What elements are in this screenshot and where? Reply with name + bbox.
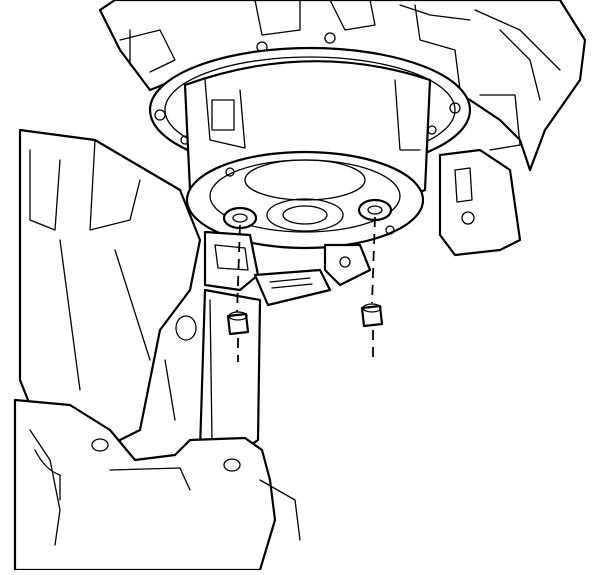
fastener-right [360,216,384,360]
motor-connector [203,230,372,307]
fastener-left [226,224,250,362]
right-bracket [438,94,522,257]
main-housing [18,128,202,452]
mounting-stud-left [222,206,258,230]
